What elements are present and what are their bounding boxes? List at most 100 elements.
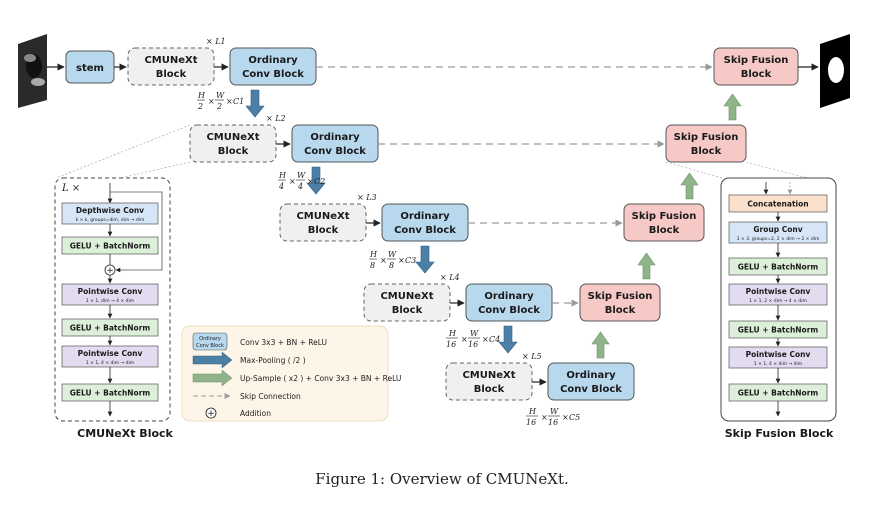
- skip-fusion-panel-box-6-detail: 1 × 1, 4 × dim → dim: [754, 361, 802, 367]
- legend-addition-symbol: +: [207, 409, 215, 419]
- skip-fusion-block-2: [665, 124, 747, 163]
- dim-label-2: H4 × W4 × C2: [278, 171, 325, 191]
- legend: [181, 325, 389, 422]
- dim-label-4: H16 × W16 × C4: [446, 329, 500, 349]
- cmunext-block-3-line2: Block: [308, 225, 339, 236]
- svg-text:W: W: [297, 171, 306, 180]
- svg-text:H: H: [448, 329, 457, 338]
- ordinary-conv-2-line1: Ordinary: [310, 132, 360, 143]
- svg-text:2: 2: [216, 102, 222, 111]
- addition-symbol: +: [106, 266, 114, 276]
- svg-text:H: H: [197, 91, 206, 100]
- maxpool-arrow-4: [498, 325, 518, 354]
- skip-fusion-2-line2: Block: [691, 146, 722, 157]
- svg-text:×: ×: [226, 97, 233, 106]
- cmunext-block-1-line1: CMUNeXt: [144, 55, 197, 66]
- zoom-line: [665, 161, 723, 179]
- ordinary-conv-5-line1: Ordinary: [566, 370, 616, 381]
- upsample-arrow-4: [591, 331, 610, 359]
- dim-label-1: H 2 × W 2 × C1: [197, 91, 244, 111]
- repeat-l4: × L4: [440, 273, 460, 282]
- svg-text:W: W: [470, 329, 479, 338]
- svg-text:×: ×: [482, 335, 489, 344]
- skip-fusion-4-line1: Skip Fusion: [588, 291, 653, 302]
- legend-item-upsample: Up-Sample ( x2 ) + Conv 3x3 + BN + ReLU: [240, 374, 401, 383]
- cmunext-panel-box-1-label: Depthwise Conv: [76, 206, 144, 215]
- svg-text:×: ×: [562, 413, 569, 422]
- maxpool-arrow-3: [415, 245, 435, 274]
- ordinary-conv-3-line1: Ordinary: [400, 211, 450, 222]
- skip-fusion-2-line1: Skip Fusion: [674, 132, 739, 143]
- skip-fusion-panel-title: Skip Fusion Block: [725, 427, 834, 440]
- svg-text:×: ×: [289, 177, 296, 186]
- skip-fusion-panel-box-2-detail: 3 × 3, groups=2, 2 × dim → 2 × dim: [737, 236, 820, 242]
- svg-text:W: W: [388, 250, 397, 259]
- zoom-line: [745, 161, 809, 179]
- cmunext-panel-title: CMUNeXt Block: [77, 427, 173, 440]
- repeat-l1: × L1: [206, 37, 226, 46]
- svg-text:×: ×: [398, 256, 405, 265]
- cmunext-panel-box-4-label: GELU + BatchNorm: [70, 324, 151, 333]
- svg-text:H: H: [528, 407, 537, 416]
- svg-text:×: ×: [307, 177, 314, 186]
- cmunext-panel-box-6-label: GELU + BatchNorm: [70, 389, 151, 398]
- maxpool-arrow-2: [306, 166, 326, 195]
- skip-fusion-1-line1: Skip Fusion: [724, 55, 789, 66]
- svg-text:8: 8: [370, 261, 375, 270]
- cmunext-block-3-line1: CMUNeXt: [296, 211, 349, 222]
- cmunext-panel-box-5-detail: 1 × 1, 4 × dim → dim: [86, 360, 134, 366]
- svg-text:×: ×: [208, 97, 215, 106]
- skip-fusion-panel-box-4-detail: 1 × 1, 2 × dim → 4 × dim: [749, 298, 807, 304]
- figure-caption: Figure 1: Overview of CMUNeXt.: [315, 470, 569, 488]
- cmunext-block-1-line2: Block: [156, 69, 187, 80]
- cmunext-architecture-diagram: stem CMUNeXt Block × L1 Ordinary Conv Bl…: [18, 34, 850, 440]
- repeat-l2: × L2: [266, 114, 286, 123]
- repeat-l5: × L5: [522, 352, 542, 361]
- zoom-line: [119, 161, 191, 179]
- dim-label-5: H16 × W16 × C5: [526, 407, 580, 427]
- ordinary-conv-4-line1: Ordinary: [484, 291, 534, 302]
- dim-c5: C5: [569, 413, 580, 422]
- skip-fusion-panel-box-2-label: Group Conv: [753, 225, 802, 234]
- skip-fusion-panel-box-3-label: GELU + BatchNorm: [738, 263, 819, 272]
- ordinary-conv-2-line2: Conv Block: [304, 146, 366, 157]
- skip-fusion-3-line1: Skip Fusion: [632, 211, 697, 222]
- dim-c4: C4: [489, 335, 500, 344]
- skip-fusion-3-line2: Block: [649, 225, 680, 236]
- skip-fusion-panel-box-5-label: GELU + BatchNorm: [738, 326, 819, 335]
- ordinary-conv-5-line2: Conv Block: [560, 384, 622, 395]
- svg-text:×: ×: [541, 413, 548, 422]
- legend-item-addition: Addition: [240, 409, 271, 418]
- cmunext-panel-box-3-detail: 1 × 1, dim → 4 × dim: [86, 298, 134, 304]
- stem-label: stem: [76, 63, 104, 74]
- dim-c1: C1: [233, 97, 244, 106]
- svg-text:16: 16: [526, 418, 536, 427]
- ordinary-conv-4-line2: Conv Block: [478, 305, 540, 316]
- legend-addition-icon: [205, 407, 217, 419]
- legend-ocb-line2: Conv Block: [196, 343, 224, 349]
- svg-text:W: W: [216, 91, 225, 100]
- skip-fusion-panel-box-1-label: Concatenation: [747, 200, 808, 209]
- svg-text:2: 2: [197, 102, 203, 111]
- legend-ocb-swatch: [192, 332, 228, 351]
- svg-text:H: H: [369, 250, 378, 259]
- legend-item-conv: Conv 3x3 + BN + ReLU: [240, 338, 327, 347]
- dim-c2: C2: [314, 177, 325, 186]
- upsample-arrow-3: [637, 252, 656, 280]
- ordinary-conv-1-line1: Ordinary: [248, 55, 298, 66]
- upsample-arrow-2: [680, 172, 699, 200]
- zoom-line: [55, 124, 191, 179]
- upsample-arrow-1: [723, 93, 742, 121]
- cmunext-block-4-line2: Block: [392, 305, 423, 316]
- ordinary-conv-block-5: [547, 362, 635, 401]
- legend-maxpool-arrow: [192, 351, 233, 369]
- skip-fusion-block-3: [623, 203, 705, 242]
- cmunext-panel-box-3-label: Pointwise Conv: [78, 287, 143, 296]
- dim-label-3: H8 × W8 × C3: [369, 250, 416, 270]
- legend-upsample-arrow: [192, 369, 233, 387]
- legend-item-maxpool: Max-Pooling ( /2 ): [240, 356, 306, 365]
- cmunext-block-2-line2: Block: [218, 146, 249, 157]
- svg-text:×: ×: [461, 335, 468, 344]
- skip-fusion-panel-box-7-label: GELU + BatchNorm: [738, 389, 819, 398]
